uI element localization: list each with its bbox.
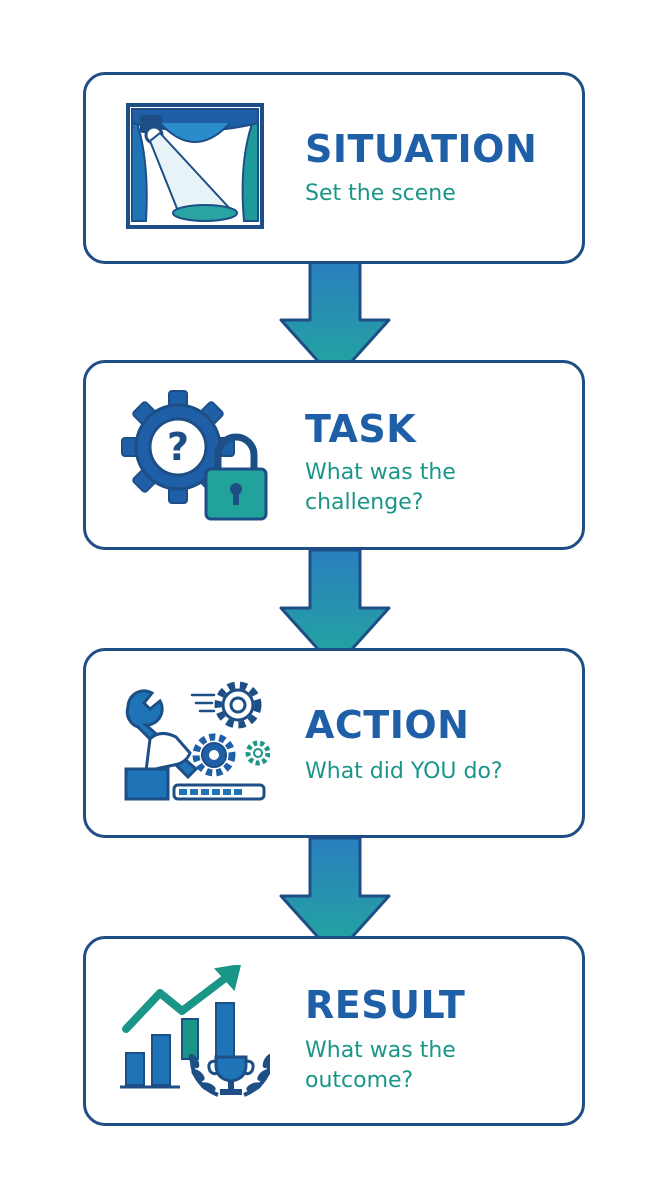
down-arrow-icon bbox=[279, 550, 391, 670]
step-title: RESULT bbox=[305, 983, 466, 1027]
step-subtitle: What was the challenge? bbox=[305, 460, 456, 515]
down-arrow-icon bbox=[279, 838, 391, 958]
step-title: SITUATION bbox=[305, 127, 538, 171]
step-title: ACTION bbox=[305, 703, 470, 747]
svg-text:?: ? bbox=[167, 425, 189, 469]
task-card: ? TASK What was the challenge? bbox=[83, 360, 585, 550]
growth-chart-trophy-icon bbox=[120, 965, 270, 1097]
gear-question-lock-icon: ? bbox=[121, 390, 268, 521]
down-arrow-icon bbox=[279, 262, 391, 382]
step-subtitle: What did YOU do? bbox=[305, 759, 503, 784]
stage-spotlight-icon bbox=[126, 103, 264, 229]
result-card: RESULT What was the outcome? bbox=[83, 936, 585, 1126]
step-subtitle: Set the scene bbox=[305, 181, 456, 206]
step-subtitle: What was the outcome? bbox=[305, 1038, 456, 1093]
step-title: TASK bbox=[305, 407, 417, 451]
situation-card: SITUATION Set the scene bbox=[83, 72, 585, 264]
wrench-gears-icon bbox=[124, 681, 270, 801]
action-card: ACTION What did YOU do? bbox=[83, 648, 585, 838]
